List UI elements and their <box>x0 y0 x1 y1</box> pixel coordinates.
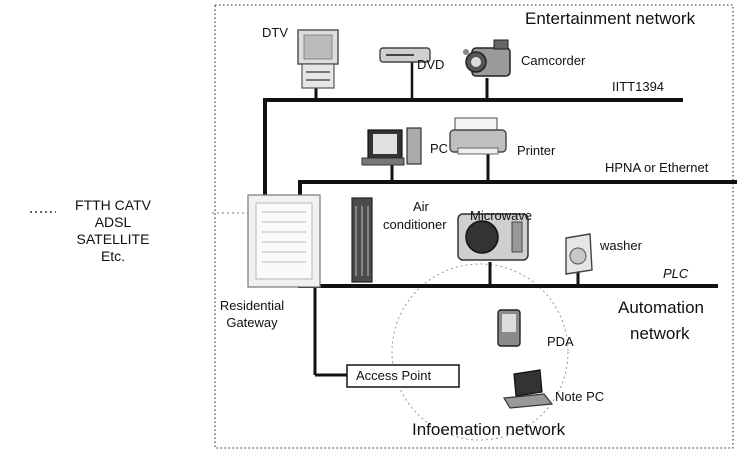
camcorder-icon <box>463 39 511 77</box>
note-pc-label: Note PC <box>555 389 605 404</box>
pda-label: PDA <box>547 334 574 349</box>
pda-icon <box>497 309 521 347</box>
pc-icon <box>361 127 422 166</box>
printer-label: Printer <box>517 143 556 158</box>
dvd-icon <box>379 47 431 63</box>
external-label-line-3: SATELLITE <box>76 231 150 247</box>
pc-label: PC <box>430 141 449 156</box>
washer-label: washer <box>600 238 642 253</box>
residential-gateway-icon <box>247 194 321 288</box>
note-pc-icon <box>502 369 554 409</box>
air-conditioner-label-2: conditioner <box>383 217 447 232</box>
microwave-icon <box>457 213 529 261</box>
automation-network-label-1: Automation <box>618 298 704 317</box>
gateway-label-line-2: Gateway <box>226 315 278 330</box>
entertainment-network-label: Entertainment network <box>525 9 696 28</box>
external-label-line-2: ADSL <box>94 214 132 230</box>
access-point-label: Access Point <box>356 368 432 383</box>
access-point-box <box>346 364 460 388</box>
home-network-boundary <box>214 4 734 449</box>
information-network-area <box>391 263 569 441</box>
hpna-label: HPNA or Ethernet <box>605 160 709 175</box>
printer-icon <box>449 117 507 155</box>
plc-label: PLC <box>663 266 689 281</box>
dtv-label: DTV <box>262 25 288 40</box>
automation-network-label-2: network <box>630 324 690 343</box>
washer-icon <box>565 233 593 275</box>
external-label-line-1: FTTH CATV <box>75 197 151 213</box>
air-conditioner-label-1: Air <box>413 199 429 214</box>
gateway-label-line-1: Residential <box>219 298 285 313</box>
dtv-icon <box>297 29 339 89</box>
dvd-label: DVD <box>417 57 445 72</box>
microwave-label: Microwave <box>470 208 533 223</box>
external-connection-label: FTTH CATV ADSL SATELLITE Etc. <box>58 197 168 265</box>
external-label-line-4: Etc. <box>100 248 126 264</box>
ieee1394-label: IITT1394 <box>612 79 665 94</box>
air-conditioner-icon <box>351 197 373 283</box>
information-network-label: Infoemation network <box>412 420 566 439</box>
residential-gateway-label: Residential Gateway <box>212 297 292 331</box>
camcorder-label: Camcorder <box>521 53 586 68</box>
